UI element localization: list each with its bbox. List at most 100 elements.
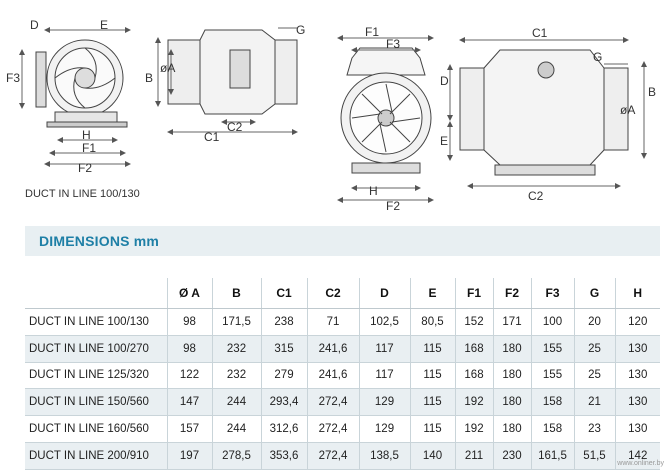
cell-c2: 272,4 — [306, 442, 359, 470]
label-b: B — [145, 71, 153, 85]
cell-d: 117 — [358, 362, 410, 390]
cell-a: 147 — [166, 388, 212, 417]
technical-drawing: D E F3 H F1 F2 B øA G C2 C1 F1 F3 H F2 — [6, 18, 656, 213]
cell-f1: 192 — [454, 388, 493, 417]
header-g: G — [573, 278, 615, 309]
cell-c1: 353,6 — [260, 442, 307, 470]
label-f3: F3 — [6, 71, 20, 85]
cell-f3: 158 — [530, 415, 574, 443]
label-e-v4: E — [440, 134, 448, 148]
cell-a: 197 — [166, 442, 212, 470]
cell-f2: 180 — [492, 415, 531, 443]
side-perspective-view — [447, 37, 647, 189]
header-f3: F3 — [530, 278, 574, 309]
cell-c2: 241,6 — [306, 335, 359, 363]
label-c1: C1 — [204, 130, 220, 144]
cell-e: 115 — [409, 362, 455, 390]
cell-e: 80,5 — [409, 308, 455, 336]
table-header-row: Ø A B C1 C2 D E F1 F2 F3 G H — [25, 278, 660, 309]
cell-a: 122 — [166, 362, 212, 390]
cell-e: 115 — [409, 335, 455, 363]
label-oa: øA — [160, 61, 175, 75]
cell-c2: 71 — [306, 308, 359, 336]
cell-c2: 241,6 — [306, 362, 359, 390]
cell-f2: 171 — [492, 308, 531, 336]
cell-a: 157 — [166, 415, 212, 443]
cell-b: 232 — [211, 362, 261, 390]
cell-b: 171,5 — [211, 308, 261, 336]
label-c2-v4: C2 — [528, 189, 544, 203]
cell-g: 23 — [573, 415, 615, 443]
cell-model: DUCT IN LINE 200/910 — [25, 442, 167, 470]
label-f1: F1 — [82, 141, 96, 155]
cell-d: 117 — [358, 335, 410, 363]
label-b-v4: B — [648, 85, 656, 99]
cell-c2: 272,4 — [306, 388, 359, 417]
header-h: H — [614, 278, 660, 309]
header-f2: F2 — [492, 278, 531, 309]
cell-b: 232 — [211, 335, 261, 363]
cell-c2: 272,4 — [306, 415, 359, 443]
cell-c1: 238 — [260, 308, 307, 336]
cell-f2: 180 — [492, 362, 531, 390]
label-oa-v4: øA — [620, 103, 635, 117]
cell-d: 102,5 — [358, 308, 410, 336]
cell-h: 130 — [614, 388, 660, 417]
cell-g: 21 — [573, 388, 615, 417]
cell-f3: 155 — [530, 335, 574, 363]
label-g-v4: G — [593, 50, 602, 64]
cell-f3: 161,5 — [530, 442, 574, 470]
section-header: DIMENSIONS mm — [25, 226, 660, 256]
cell-e: 115 — [409, 388, 455, 417]
label-h: H — [82, 128, 91, 142]
cell-f1: 211 — [454, 442, 493, 470]
dimensions-table: Ø A B C1 C2 D E F1 F2 F3 G H DUCT IN LIN… — [25, 278, 660, 470]
label-h-v3: H — [369, 184, 378, 198]
cell-c1: 315 — [260, 335, 307, 363]
cell-h: 142 — [614, 442, 660, 470]
cell-c1: 293,4 — [260, 388, 307, 417]
cell-f3: 158 — [530, 388, 574, 417]
cell-model: DUCT IN LINE 160/560 — [25, 415, 167, 443]
cell-c1: 279 — [260, 362, 307, 390]
header-e: E — [409, 278, 455, 309]
cell-f2: 180 — [492, 335, 531, 363]
cell-f3: 100 — [530, 308, 574, 336]
header-c1: C1 — [260, 278, 307, 309]
cell-f2: 230 — [492, 442, 531, 470]
cell-b: 278,5 — [211, 442, 261, 470]
cell-h: 120 — [614, 308, 660, 336]
cell-f1: 152 — [454, 308, 493, 336]
cell-h: 130 — [614, 415, 660, 443]
cell-a: 98 — [166, 308, 212, 336]
label-f2: F2 — [78, 161, 92, 175]
section-title: DIMENSIONS mm — [39, 233, 160, 249]
front-view — [19, 27, 131, 167]
header-b: B — [211, 278, 261, 309]
cell-b: 244 — [211, 415, 261, 443]
header-f1: F1 — [454, 278, 493, 309]
cell-d: 138,5 — [358, 442, 410, 470]
cell-e: 140 — [409, 442, 455, 470]
cell-f2: 180 — [492, 388, 531, 417]
cell-f1: 192 — [454, 415, 493, 443]
cell-model: DUCT IN LINE 150/560 — [25, 388, 167, 417]
header-model — [25, 278, 167, 309]
cell-f1: 168 — [454, 335, 493, 363]
label-f2-v3: F2 — [386, 199, 400, 213]
watermark: www.onliner.by — [617, 460, 664, 467]
label-d-v4: D — [440, 74, 449, 88]
cell-f3: 155 — [530, 362, 574, 390]
cell-d: 129 — [358, 415, 410, 443]
cell-c1: 312,6 — [260, 415, 307, 443]
cell-g: 20 — [573, 308, 615, 336]
cell-model: DUCT IN LINE 100/130 — [25, 308, 167, 336]
cell-model: DUCT IN LINE 100/270 — [25, 335, 167, 363]
label-g: G — [296, 23, 305, 37]
cell-f1: 168 — [454, 362, 493, 390]
